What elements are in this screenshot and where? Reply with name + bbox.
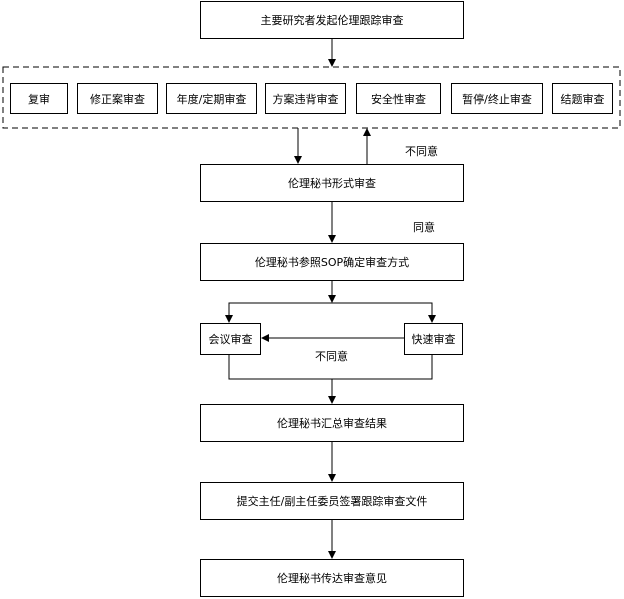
disagree-label-1: 不同意 (405, 145, 438, 158)
fast-review-box: 快速审查 (404, 323, 463, 355)
type-annual: 年度/定期审查 (166, 83, 257, 114)
formal-review-box: 伦理秘书形式审查 (200, 164, 464, 202)
agree-label: 同意 (413, 221, 435, 234)
merge-bar (228, 355, 433, 380)
split-bar (228, 302, 433, 320)
type-amendment: 修正案审查 (77, 83, 158, 114)
submit-box: 提交主任/副主任委员签署跟踪审查文件 (200, 482, 464, 520)
meeting-review-box: 会议审查 (200, 323, 261, 355)
sop-box: 伦理秘书参照SOP确定审查方式 (200, 243, 464, 281)
type-closure: 结题审查 (552, 83, 613, 114)
type-suspension: 暂停/终止审查 (451, 83, 543, 114)
deliver-box: 伦理秘书传达审查意见 (200, 559, 464, 597)
review-types-group (2, 66, 621, 129)
summary-box: 伦理秘书汇总审查结果 (200, 404, 464, 442)
type-resubmission: 复审 (10, 83, 68, 114)
type-deviation: 方案违背审查 (265, 83, 346, 114)
start-box: 主要研究者发起伦理跟踪审查 (200, 1, 464, 39)
type-safety: 安全性审查 (356, 83, 441, 114)
disagree-label-2: 不同意 (315, 350, 348, 363)
